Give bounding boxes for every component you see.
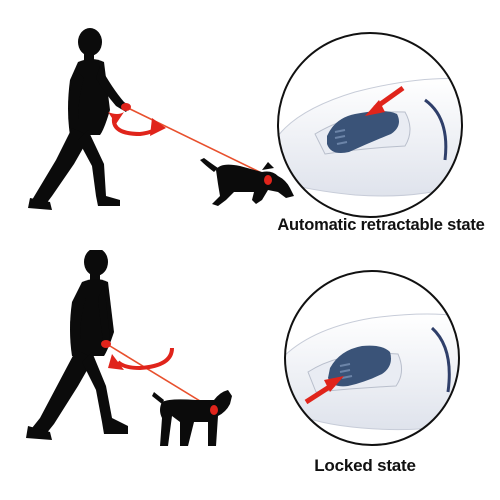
retractable-caption: Automatic retractable state: [277, 216, 485, 234]
dog-collar: [264, 175, 272, 185]
person-walking-icon: [28, 28, 130, 210]
curved-arrow-icon: [108, 112, 166, 137]
lock-slider-button: [327, 111, 399, 153]
person-walking-icon: [26, 250, 128, 440]
locked-zoom-circle: [284, 270, 460, 446]
wrist-band: [101, 340, 111, 348]
curved-arrow-icon: [108, 347, 174, 371]
locked-scene: [26, 250, 232, 446]
retractable-scene: [28, 28, 294, 210]
retractable-zoom-circle: [277, 32, 463, 218]
wrist-band: [121, 103, 131, 111]
straight-arrow-icon: [365, 85, 405, 116]
locked-panel: Locked state: [0, 250, 500, 500]
dog-icon: [152, 390, 232, 446]
retractable-panel: Automatic retractable state: [28, 28, 485, 234]
locked-caption: Locked state: [314, 456, 416, 475]
dog-icon: [200, 158, 294, 206]
straight-arrow-icon: [304, 376, 344, 405]
leash-line: [127, 107, 277, 181]
dog-collar: [210, 405, 218, 415]
